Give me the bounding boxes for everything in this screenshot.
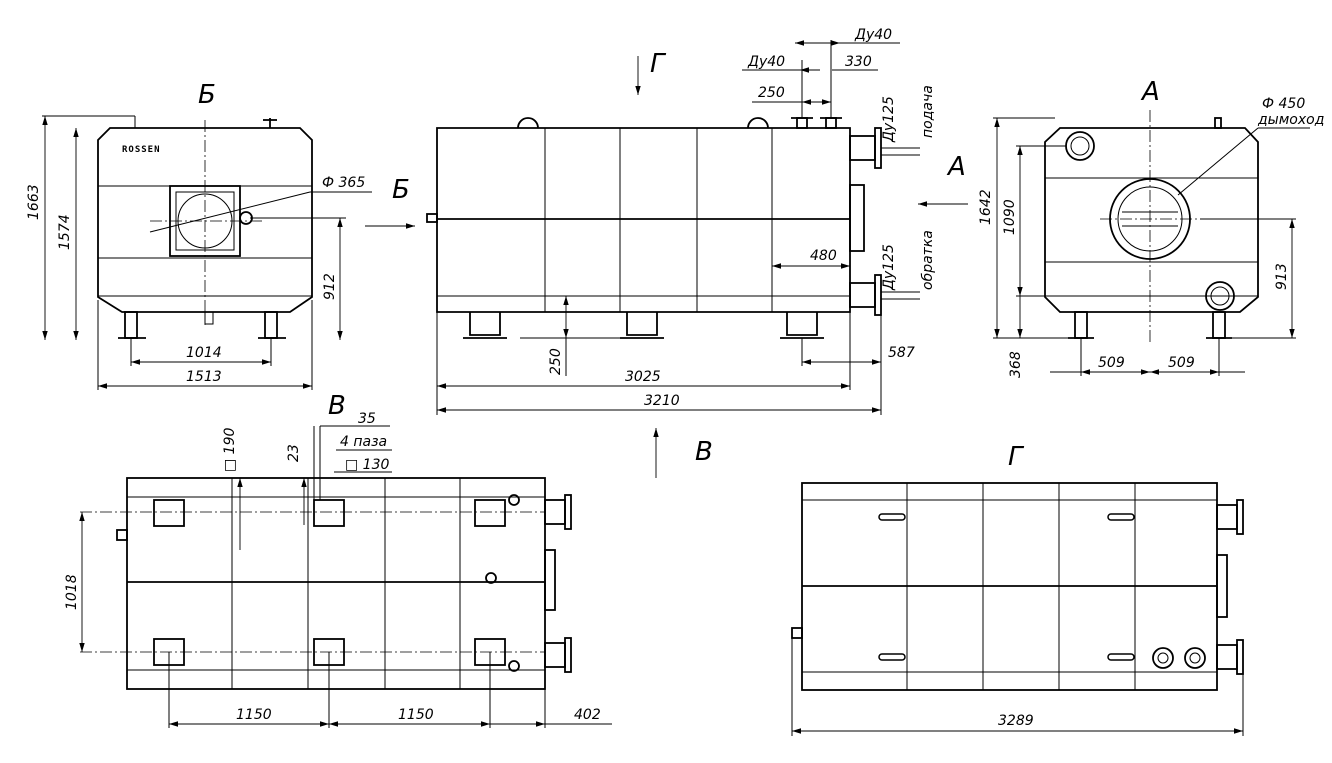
dim-v-402: 402 <box>574 707 601 723</box>
leg-left <box>124 311 138 339</box>
leg-pad <box>153 499 185 527</box>
dim-b-width: 1513 <box>186 369 222 385</box>
nozzle-du40-left <box>796 117 808 129</box>
view-g-label: Г <box>1008 442 1025 472</box>
dim-b-height-total: 1663 <box>26 184 42 220</box>
label-supply: подача <box>920 85 936 138</box>
view-a-label: А <box>1140 77 1160 107</box>
leg-pad <box>313 499 345 527</box>
dim-a-height-total: 1642 <box>978 189 994 225</box>
flange-supply <box>849 135 876 161</box>
nozzle-top-2 <box>1184 647 1206 669</box>
dim-du40-left: Ду40 <box>747 54 785 70</box>
dim-du40-top: Ду40 <box>854 27 892 43</box>
dim-v-23: 23 <box>286 444 302 462</box>
lug <box>878 653 906 661</box>
dim-3025: 3025 <box>625 369 661 385</box>
label-flue: дымоход <box>1257 112 1324 128</box>
dim-a-leg-height: 368 <box>1008 351 1024 378</box>
main-arrow-b-label: Б <box>392 175 410 205</box>
dim-a-height-center: 1090 <box>1002 199 1018 235</box>
view-v-body <box>126 477 546 690</box>
dim-du125-supply: Ду125 <box>881 96 897 143</box>
dim-a-flue-diameter: Ф 450 <box>1262 96 1305 112</box>
dim-a-flue-height: 913 <box>1274 263 1290 290</box>
lug <box>1107 653 1135 661</box>
dim-v-35: 35 <box>358 411 376 427</box>
dim-480: 480 <box>810 248 837 264</box>
dim-250-leg: 250 <box>548 348 564 375</box>
view-a-body <box>1044 127 1259 313</box>
lug <box>878 513 906 521</box>
dim-330: 330 <box>845 54 872 70</box>
nozzle-top-1 <box>1152 647 1174 669</box>
dim-a-half-right: 509 <box>1168 355 1195 371</box>
dim-v-1150-right: 1150 <box>398 707 434 723</box>
dim-du125-return: Ду125 <box>881 244 897 291</box>
dim-b-burner-height: 912 <box>322 273 338 300</box>
dim-v-square-130: □ 130 <box>345 457 389 473</box>
view-a: А Ф 450 дымоход 1642 1090 <box>978 77 1324 378</box>
dim-b-leg-span: 1014 <box>186 345 222 361</box>
leg-pad <box>474 499 506 527</box>
view-b: Б ROSSEN 1663 1574 912 Ф 365 <box>26 80 372 390</box>
lug <box>1107 513 1135 521</box>
dim-250-top: 250 <box>758 85 785 101</box>
view-b-label: Б <box>198 80 216 110</box>
dim-b-burner-diameter: Ф 365 <box>322 175 365 191</box>
view-b-body <box>97 127 313 313</box>
view-main: Г В Б А Ду40 Ду40 330 250 Ду125 подача Д… <box>365 27 968 478</box>
dim-v-1150-left: 1150 <box>236 707 272 723</box>
dim-b-height-body: 1574 <box>57 214 73 250</box>
main-leg-2 <box>626 312 658 336</box>
flange-return <box>849 282 876 308</box>
main-body <box>436 127 851 313</box>
dim-v-1018: 1018 <box>64 574 80 610</box>
label-return: обратка <box>920 230 936 290</box>
dim-3210: 3210 <box>644 393 680 409</box>
dim-g-3289: 3289 <box>998 713 1034 729</box>
main-arrow-g-label: Г <box>650 49 667 79</box>
brand-logo: ROSSEN <box>122 145 161 155</box>
view-v: В 35 4 паза □ 130 <box>64 391 612 728</box>
nozzle-du40-right <box>825 117 837 129</box>
main-arrow-a-label: А <box>946 152 966 182</box>
main-leg-1 <box>469 312 501 336</box>
leg-right <box>264 311 278 339</box>
supply-nozzle-a <box>1065 131 1095 161</box>
view-v-label: В <box>328 391 346 421</box>
dim-587: 587 <box>888 345 915 361</box>
main-leg-3 <box>786 312 818 336</box>
dim-v-slots: 4 паза <box>340 434 387 450</box>
dim-a-half-left: 509 <box>1098 355 1125 371</box>
view-g: Г 3289 <box>791 442 1244 736</box>
main-arrow-v-label: В <box>695 437 713 467</box>
dim-v-square-190: □ 190 <box>222 428 238 472</box>
